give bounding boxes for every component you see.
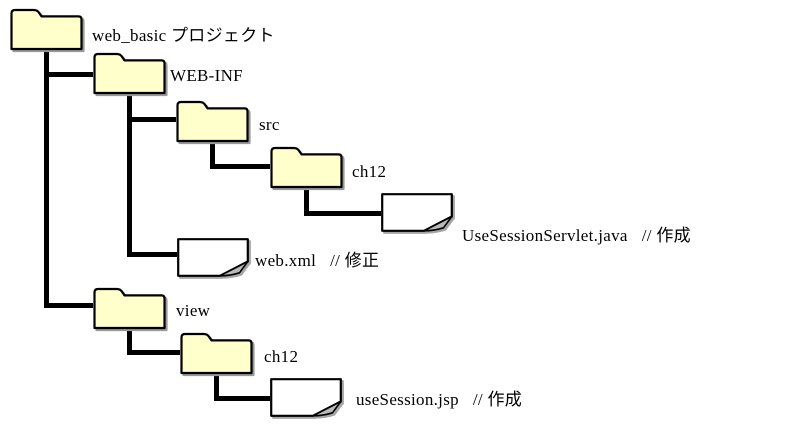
connector-branch-ch12-view [127, 350, 180, 355]
connector-src-vertical [210, 142, 215, 169]
connector-branch-webinf [44, 72, 93, 77]
file-icon [177, 238, 249, 277]
connector-branch-view [44, 303, 93, 308]
file-node-servlet-java [381, 193, 453, 232]
label-text: WEB-INF [170, 66, 243, 85]
connector-view-vertical [127, 329, 132, 355]
file-icon [381, 193, 453, 232]
label-text: web_basic プロジェクト [92, 26, 275, 45]
label-note: // 作成 [472, 390, 523, 409]
folder-node-web-basic [10, 8, 83, 51]
connector-ch12view-vertical [214, 374, 219, 401]
connector-branch-webxml [127, 252, 177, 257]
label-note: // 作成 [641, 226, 691, 245]
folder-icon [93, 287, 166, 330]
label-view: view [176, 302, 210, 320]
label-src: src [259, 116, 280, 134]
folder-node-ch12-src [270, 146, 343, 189]
label-text: ch12 [264, 347, 299, 366]
folder-node-src [176, 100, 249, 143]
connector-branch-usesession-jsp [214, 396, 270, 401]
label-usesession-jsp: useSession.jsp // 作成 [356, 391, 522, 409]
label-ch12-src: ch12 [352, 163, 386, 181]
connector-branch-ch12-src [210, 164, 270, 169]
file-node-usesession-jsp [270, 378, 342, 417]
label-note: // 修正 [330, 251, 380, 270]
connector-branch-src [127, 117, 176, 122]
folder-icon [270, 146, 343, 189]
label-ch12-view: ch12 [264, 348, 298, 366]
folder-icon [180, 332, 253, 375]
file-icon [270, 378, 342, 417]
label-web-xml: web.xml // 修正 [255, 252, 379, 270]
connector-branch-servlet-java [304, 211, 381, 216]
label-text: UseSessionServlet.java [462, 226, 628, 245]
label-text: useSession.jsp [356, 390, 459, 409]
folder-node-view [93, 287, 166, 330]
label-web-basic-project: web_basic プロジェクト [92, 27, 275, 45]
label-text: ch12 [352, 162, 387, 181]
label-servlet-java: UseSessionServlet.java // 作成 [462, 227, 691, 245]
label-text: view [176, 301, 211, 320]
label-text: web.xml [255, 251, 317, 270]
folder-icon [176, 100, 249, 143]
folder-icon [10, 8, 83, 51]
connector-ch12src-vertical [304, 189, 309, 216]
folder-node-web-inf [93, 52, 166, 95]
file-node-web-xml [177, 238, 249, 277]
label-text: src [259, 115, 280, 134]
connector-root-vertical [44, 50, 49, 308]
folder-node-ch12-view [180, 332, 253, 375]
label-web-inf: WEB-INF [170, 67, 243, 85]
folder-icon [93, 52, 166, 95]
connector-webinf-vertical [127, 94, 132, 257]
